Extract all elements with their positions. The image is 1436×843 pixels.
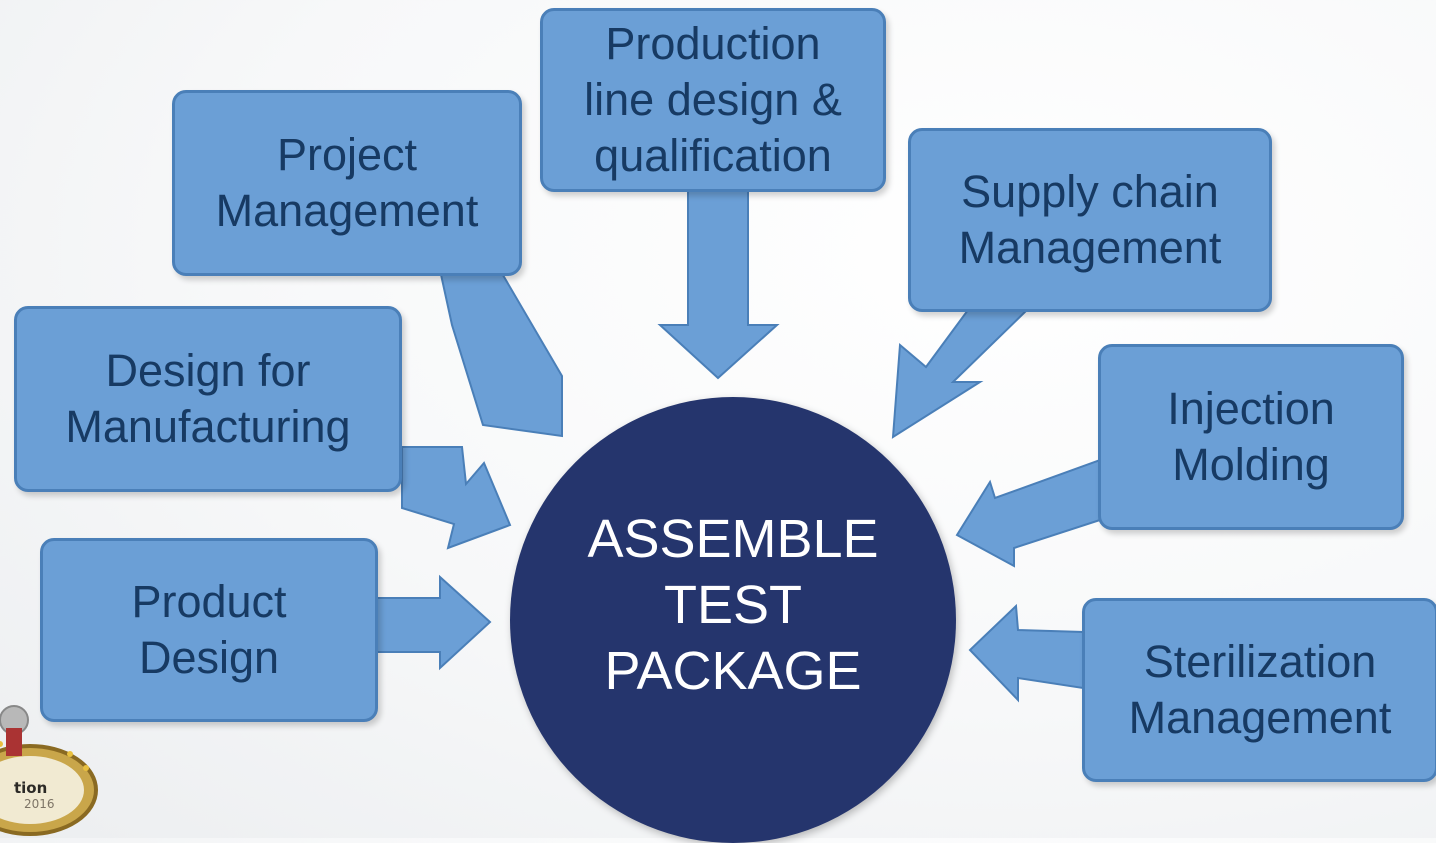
- arrow-product-design: [375, 574, 492, 671]
- box-supply-chain: Supply chain Management: [908, 128, 1272, 312]
- event-logo-year: 2016: [24, 797, 55, 811]
- event-logo: tion 2016: [0, 690, 100, 838]
- box-design-for-manufacturing-line-1: Design for: [105, 345, 311, 396]
- box-injection-molding-line-2: Molding: [1172, 439, 1330, 490]
- arrow-sterilization: [968, 603, 1084, 703]
- center-line-2: TEST: [663, 575, 802, 635]
- event-logo-badge: [0, 705, 98, 836]
- box-design-for-manufacturing: Design for Manufacturing: [14, 306, 402, 492]
- box-supply-chain-line-2: Management: [958, 222, 1222, 273]
- box-injection-molding: Injection Molding: [1098, 344, 1404, 530]
- event-logo-text: tion: [14, 779, 48, 797]
- arrow-design-for-manufacturing: [401, 446, 512, 550]
- box-product-design-line-1: Product: [131, 576, 287, 627]
- box-sterilization: Sterilization Management: [1082, 598, 1436, 782]
- center-line-3: PACKAGE: [604, 641, 862, 701]
- box-project-management-line-1: Project: [276, 129, 418, 180]
- center-hub: ASSEMBLE TEST PACKAGE: [510, 397, 956, 843]
- arrow-injection-molding: [955, 458, 1101, 568]
- box-product-design-line-2: Design: [138, 632, 280, 683]
- box-production-line: Production line design & qualification: [540, 8, 886, 192]
- box-design-for-manufacturing-line-2: Manufacturing: [65, 401, 351, 452]
- box-sterilization-line-2: Management: [1128, 692, 1392, 743]
- box-project-management-line-2: Management: [215, 185, 479, 236]
- box-production-line-line-3: qualification: [594, 130, 832, 181]
- box-injection-molding-line-1: Injection: [1167, 383, 1335, 434]
- box-sterilization-line-1: Sterilization: [1143, 636, 1377, 687]
- box-production-line-line-1: Production: [605, 18, 821, 69]
- box-supply-chain-line-1: Supply chain: [961, 166, 1219, 217]
- box-product-design: Product Design: [40, 538, 378, 722]
- arrow-supply-chain: [891, 309, 1030, 439]
- box-project-management: Project Management: [172, 90, 522, 276]
- box-production-line-line-2: line design &: [584, 74, 842, 125]
- arrow-project-management: [438, 269, 563, 438]
- center-line-1: ASSEMBLE: [587, 509, 879, 569]
- arrow-production-line: [657, 189, 780, 380]
